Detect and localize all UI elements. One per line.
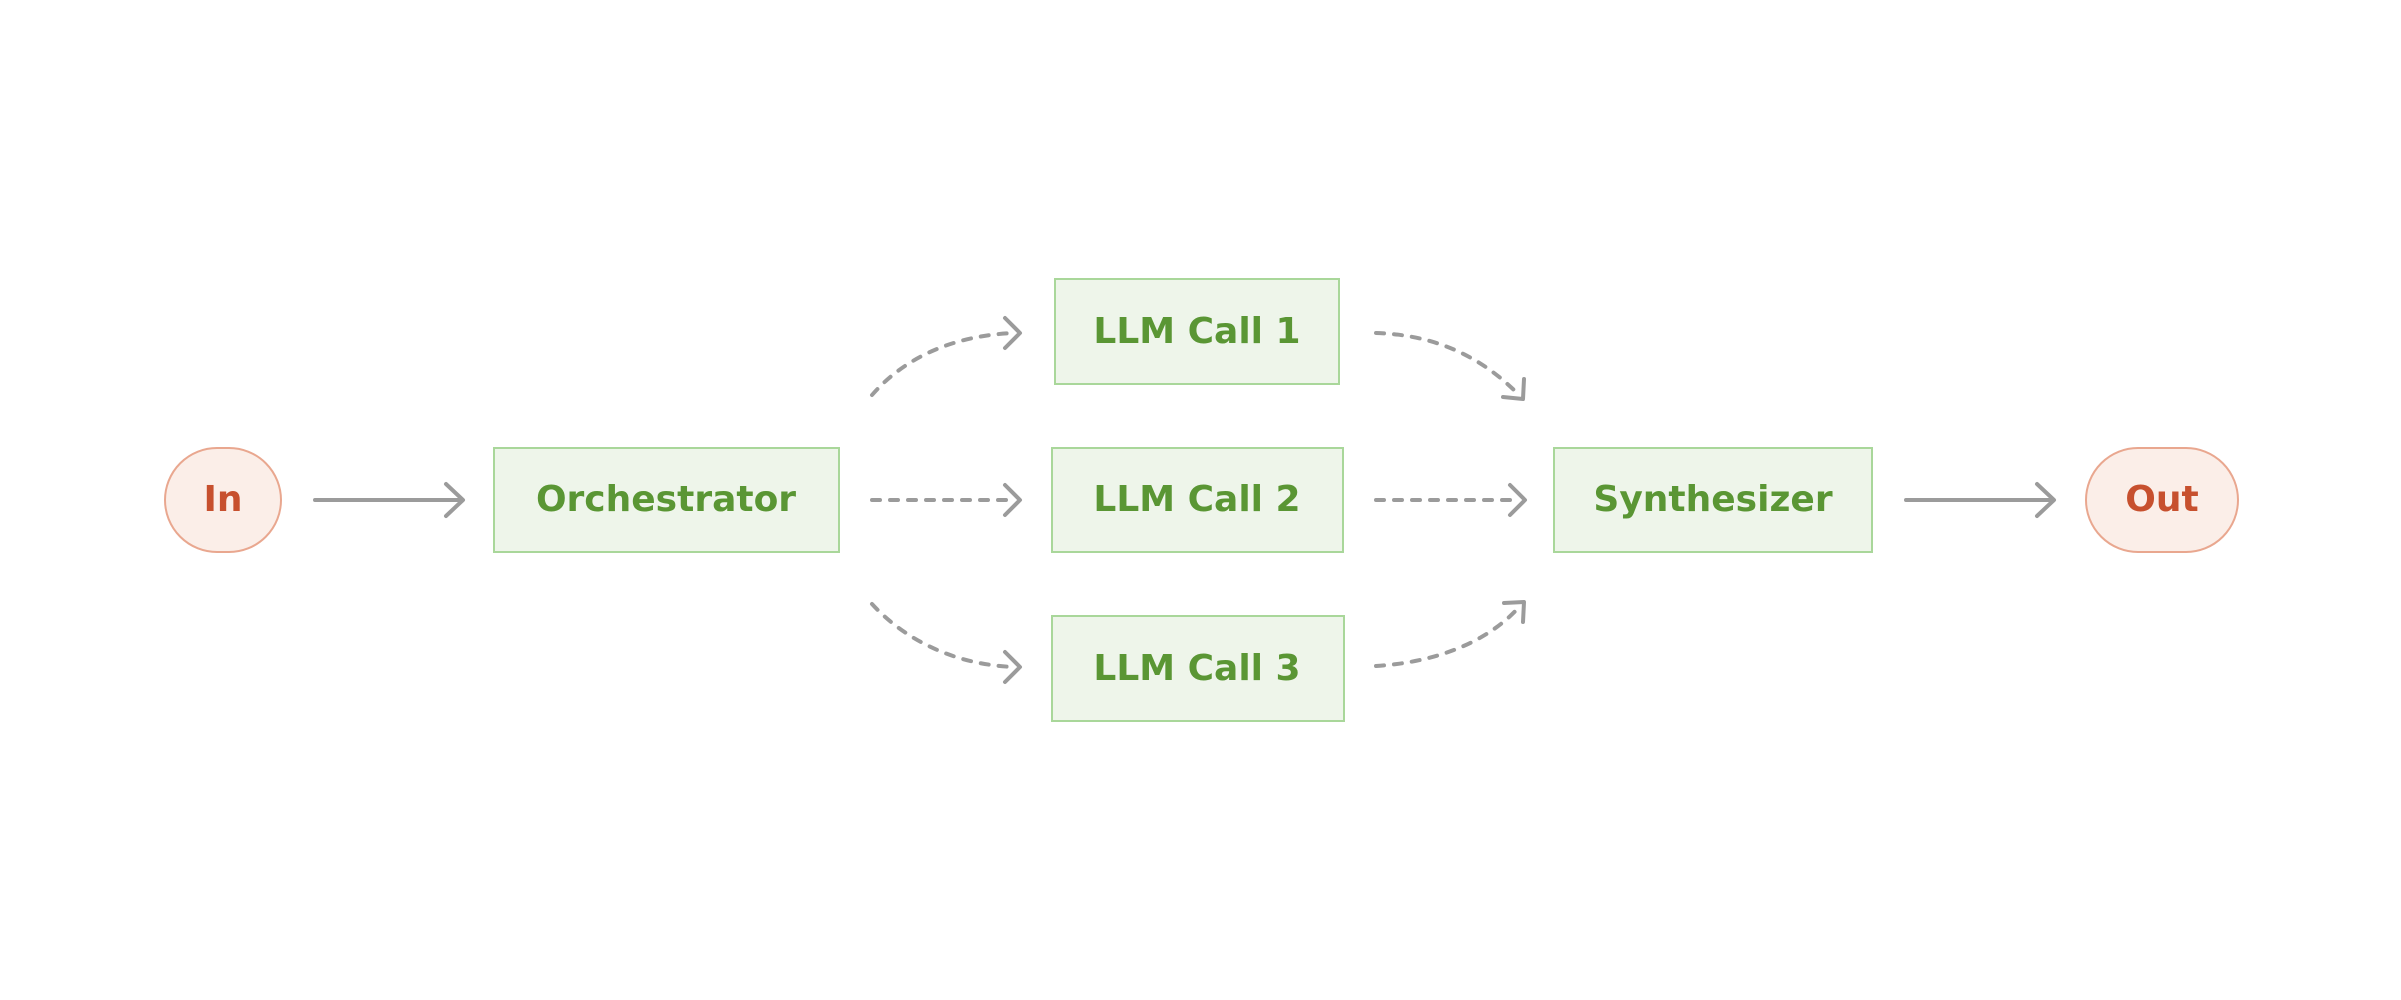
llm-call-2-node: LLM Call 2 [1051,447,1344,553]
synthesizer-node: Synthesizer [1553,447,1873,553]
arrow-llm-call-3-to-synthesizer [1374,600,1526,668]
arrow-orchestrator-to-llm-call-1 [870,316,1022,397]
orchestrator-node-shape [493,447,840,553]
input-node-shape [164,447,282,553]
arrow-synthesizer-to-output [1904,482,2056,518]
orchestrator-node: Orchestrator [493,447,840,553]
llm-call-2-node-label: LLM Call 2 [1093,479,1300,520]
arrow-orchestrator-to-llm-call-3 [870,602,1022,684]
orchestrator-node-label: Orchestrator [536,479,796,520]
arrow-llm-call-1-to-synthesizer [1374,331,1526,401]
arrow-orchestrator-to-llm-call-2 [870,483,1022,517]
input-node: In [164,447,282,553]
arrow-in-to-orchestrator [313,482,465,518]
synthesizer-node-label: Synthesizer [1593,479,1832,520]
synthesizer-node-shape [1553,447,1873,553]
output-node-shape [2085,447,2239,553]
llm-call-3-node: LLM Call 3 [1051,615,1345,722]
llm-call-2-node-shape [1051,447,1344,553]
llm-call-3-node-label: LLM Call 3 [1093,648,1300,689]
arrow-llm-call-2-to-synthesizer [1374,483,1527,517]
output-node: Out [2085,447,2239,553]
llm-call-1-node: LLM Call 1 [1054,278,1340,385]
llm-call-3-node-shape [1051,615,1345,722]
output-node-label: Out [2125,479,2198,520]
input-node-label: In [203,479,242,520]
llm-call-1-node-label: LLM Call 1 [1093,311,1300,352]
llm-call-1-node-shape [1054,278,1340,385]
